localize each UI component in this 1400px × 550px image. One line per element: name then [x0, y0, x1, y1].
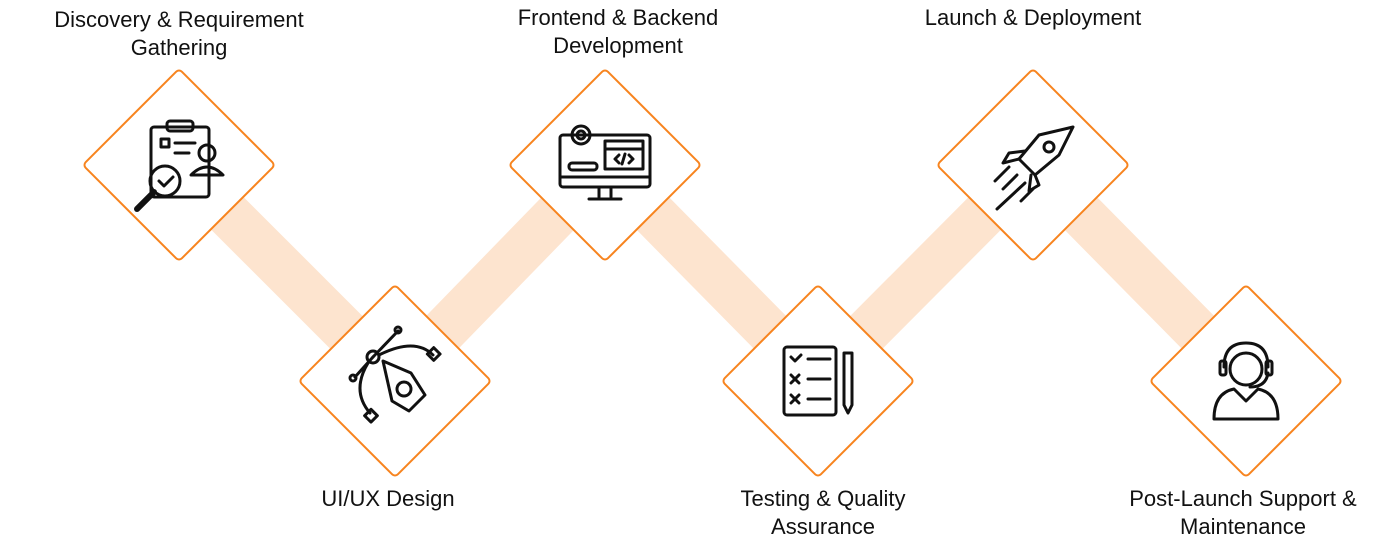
title-line: Assurance [771, 514, 875, 539]
step-5-title: Launch & Deployment [925, 4, 1141, 32]
monitor-code-gear-icon [558, 124, 652, 201]
title-line: Post-Launch Support & [1129, 486, 1357, 511]
step-6-diamond [1150, 285, 1342, 477]
title-line: Launch & Deployment [924, 5, 1142, 30]
clipboard-user-search-icon [134, 119, 225, 212]
step-2-title: UI/UX Design [321, 485, 454, 513]
title-line: Frontend & Backend [517, 5, 719, 30]
rocket-icon [993, 125, 1075, 211]
title-line: Testing & Quality [740, 486, 906, 511]
step-2-diamond [299, 285, 491, 477]
step-1-diamond [83, 69, 275, 261]
step-4-diamond [722, 285, 914, 477]
pen-tool-bezier-icon [348, 325, 442, 424]
title-line: Gathering [130, 35, 228, 60]
title-line: Maintenance [1180, 514, 1306, 539]
step-6-title: Post-Launch Support & Maintenance [1129, 485, 1356, 541]
headset-support-icon [1212, 341, 1280, 421]
title-line: UI/UX Design [321, 486, 455, 511]
title-line: Development [553, 33, 683, 58]
checklist-pencil-icon [782, 345, 854, 417]
step-5-diamond [937, 69, 1129, 261]
title-line: Discovery & Requirement [54, 7, 304, 32]
